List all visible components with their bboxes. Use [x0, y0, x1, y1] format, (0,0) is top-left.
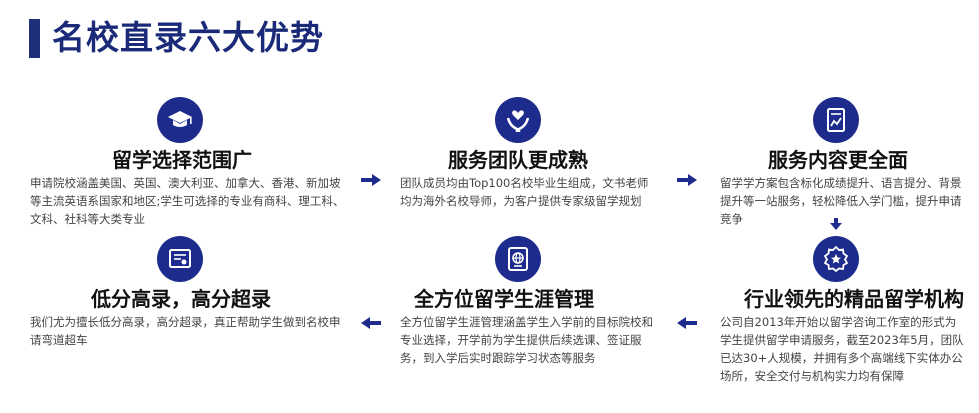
graduation-cap-icon [157, 97, 203, 143]
arrow-right-icon [361, 174, 381, 186]
card-heading-low-score: 低分高录，高分超录 [91, 287, 271, 311]
award-medal-icon [813, 236, 859, 282]
card-heading-choice-range: 留学选择范围广 [112, 148, 252, 172]
card-heading-career-management: 全方位留学生涯管理 [414, 287, 594, 311]
card-heading-service-content: 服务内容更全面 [768, 148, 908, 172]
card-desc-career-management: 全方位留学生涯管理涵盖学生入学前的目标院校和专业选择，开学前为学生提供后续选课、… [400, 315, 653, 365]
certificate-icon [157, 236, 203, 282]
card-heading-leading-agency: 行业领先的精品留学机构 [744, 287, 964, 311]
card-desc-service-content: 留学学方案包含标化成绩提升、语言提分、背景提升等一站服务，轻松降低入学门槛，提升… [720, 176, 962, 226]
arrow-down-icon [830, 218, 842, 230]
passport-globe-icon [495, 236, 541, 282]
card-desc-low-score: 我们尤为擅长低分高录，高分超录，真正帮助学生做到名校申请弯道超车 [30, 315, 341, 347]
arrow-left-icon [677, 317, 697, 329]
page-title: 名校直录六大优势 [52, 18, 324, 57]
card-desc-service-team: 团队成员均由Top100名校毕业生组成，文书老师均为海外名校导师，为客户提供专家… [400, 176, 649, 208]
arrow-right-icon [677, 174, 697, 186]
card-desc-choice-range: 申请院校涵盖美国、英国、澳大利亚、加拿大、香港、新加坡等主流英语系国家和地区;学… [30, 176, 345, 226]
document-chart-icon [813, 97, 859, 143]
hands-heart-icon [495, 97, 541, 143]
card-heading-service-team: 服务团队更成熟 [448, 148, 588, 172]
arrow-left-icon [361, 317, 381, 329]
title-accent-bar [29, 19, 40, 58]
card-desc-leading-agency: 公司自2013年开始以留学咨询工作室的形式为学生提供留学申请服务，截至2023年… [720, 315, 964, 383]
